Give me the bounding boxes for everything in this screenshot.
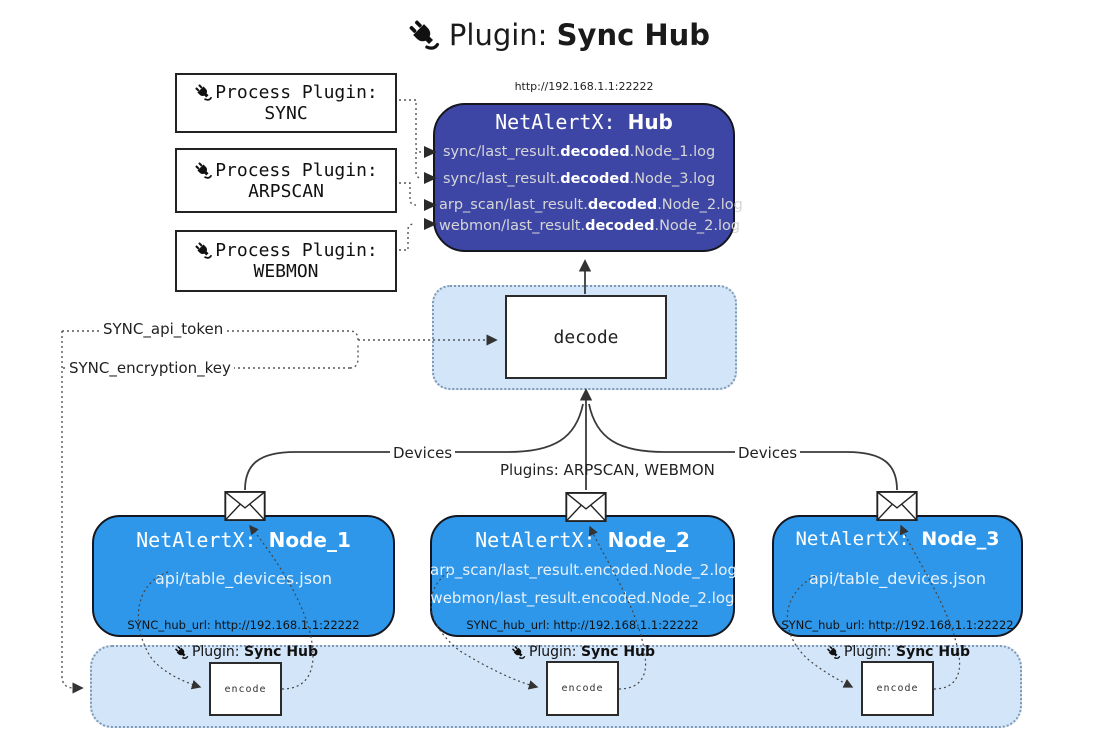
process-plugin-arpscan-box: Process Plugin: ARPSCAN — [175, 148, 397, 213]
hub-file-line: arp_scan/last_result.decoded.Node_2.log — [439, 197, 743, 213]
plug-icon — [194, 83, 213, 102]
sync-encryption-key-label: SYNC_encryption_key — [66, 359, 234, 377]
decode-box: decode — [505, 295, 667, 379]
plug-icon — [194, 161, 213, 180]
title-prefix: Plugin: — [448, 18, 557, 52]
process-plugin-webmon-box: Process Plugin: WEBMON — [175, 230, 397, 292]
node3-hub-url: SYNC_hub_url: http://192.168.1.1:22222 — [781, 618, 1014, 632]
node1-title: NetAlertX: Node_1 — [136, 528, 351, 552]
title-name: Sync Hub — [556, 18, 711, 52]
hub-file-line: sync/last_result.decoded.Node_3.log — [443, 171, 716, 187]
process-plugin-name: SYNC — [264, 103, 308, 124]
plug-icon — [826, 645, 841, 660]
plugin-to-hub-links — [399, 99, 422, 251]
node2-file: arp_scan/last_result.encoded.Node_2.log — [430, 561, 737, 579]
plug-icon — [194, 241, 213, 260]
node2-file: webmon/last_result.encoded.Node_2.log — [430, 589, 735, 607]
decode-label: decode — [553, 326, 619, 348]
encode1-box: encode — [209, 662, 282, 716]
hub-file-line: sync/last_result.decoded.Node_1.log — [443, 144, 716, 160]
process-plugin-sync-box: Process Plugin: SYNC — [175, 73, 397, 133]
hub-url: http://192.168.1.1:22222 — [514, 80, 654, 93]
node3-title: NetAlertX: Node_3 — [795, 528, 1000, 550]
process-plugin-label: Process Plugin: — [215, 159, 378, 181]
devices-label-left: Devices — [390, 444, 456, 462]
encode3-box: encode — [861, 661, 934, 716]
node3-file: api/table_devices.json — [808, 569, 986, 588]
node1-hub-url: SYNC_hub_url: http://192.168.1.1:22222 — [127, 618, 360, 632]
plug-icon — [407, 18, 441, 52]
encode1-plugin-label: Plugin: Sync Hub — [171, 644, 321, 660]
devices-label-right: Devices — [735, 444, 801, 462]
process-plugin-label: Process Plugin: — [215, 82, 378, 103]
process-plugin-name: WEBMON — [253, 261, 319, 282]
plug-icon — [174, 645, 189, 660]
hub-title-prefix: NetAlertX: — [495, 110, 628, 134]
process-plugin-label: Process Plugin: — [215, 240, 378, 261]
process-plugin-name: ARPSCAN — [248, 180, 324, 202]
hub-title: NetAlertX: Hub — [433, 110, 735, 134]
encode2-box: encode — [546, 661, 619, 716]
plug-icon — [511, 645, 526, 660]
node1-file: api/table_devices.json — [154, 569, 332, 588]
encode3-plugin-label: Plugin: Sync Hub — [823, 644, 973, 660]
sync-api-token-label: SYNC_api_token — [100, 320, 227, 338]
plugins-edge-label: Plugins: ARPSCAN, WEBMON — [500, 461, 715, 479]
netalertx-hub-box — [433, 103, 735, 252]
page-title: Plugin: Sync Hub — [0, 18, 1117, 52]
hub-title-name: Hub — [627, 110, 673, 134]
encode2-plugin-label: Plugin: Sync Hub — [508, 644, 658, 660]
hub-file-line: webmon/last_result.decoded.Node_2.log — [439, 218, 741, 234]
node2-hub-url: SYNC_hub_url: http://192.168.1.1:22222 — [466, 618, 699, 632]
node2-title: NetAlertX: Node_2 — [475, 528, 690, 552]
